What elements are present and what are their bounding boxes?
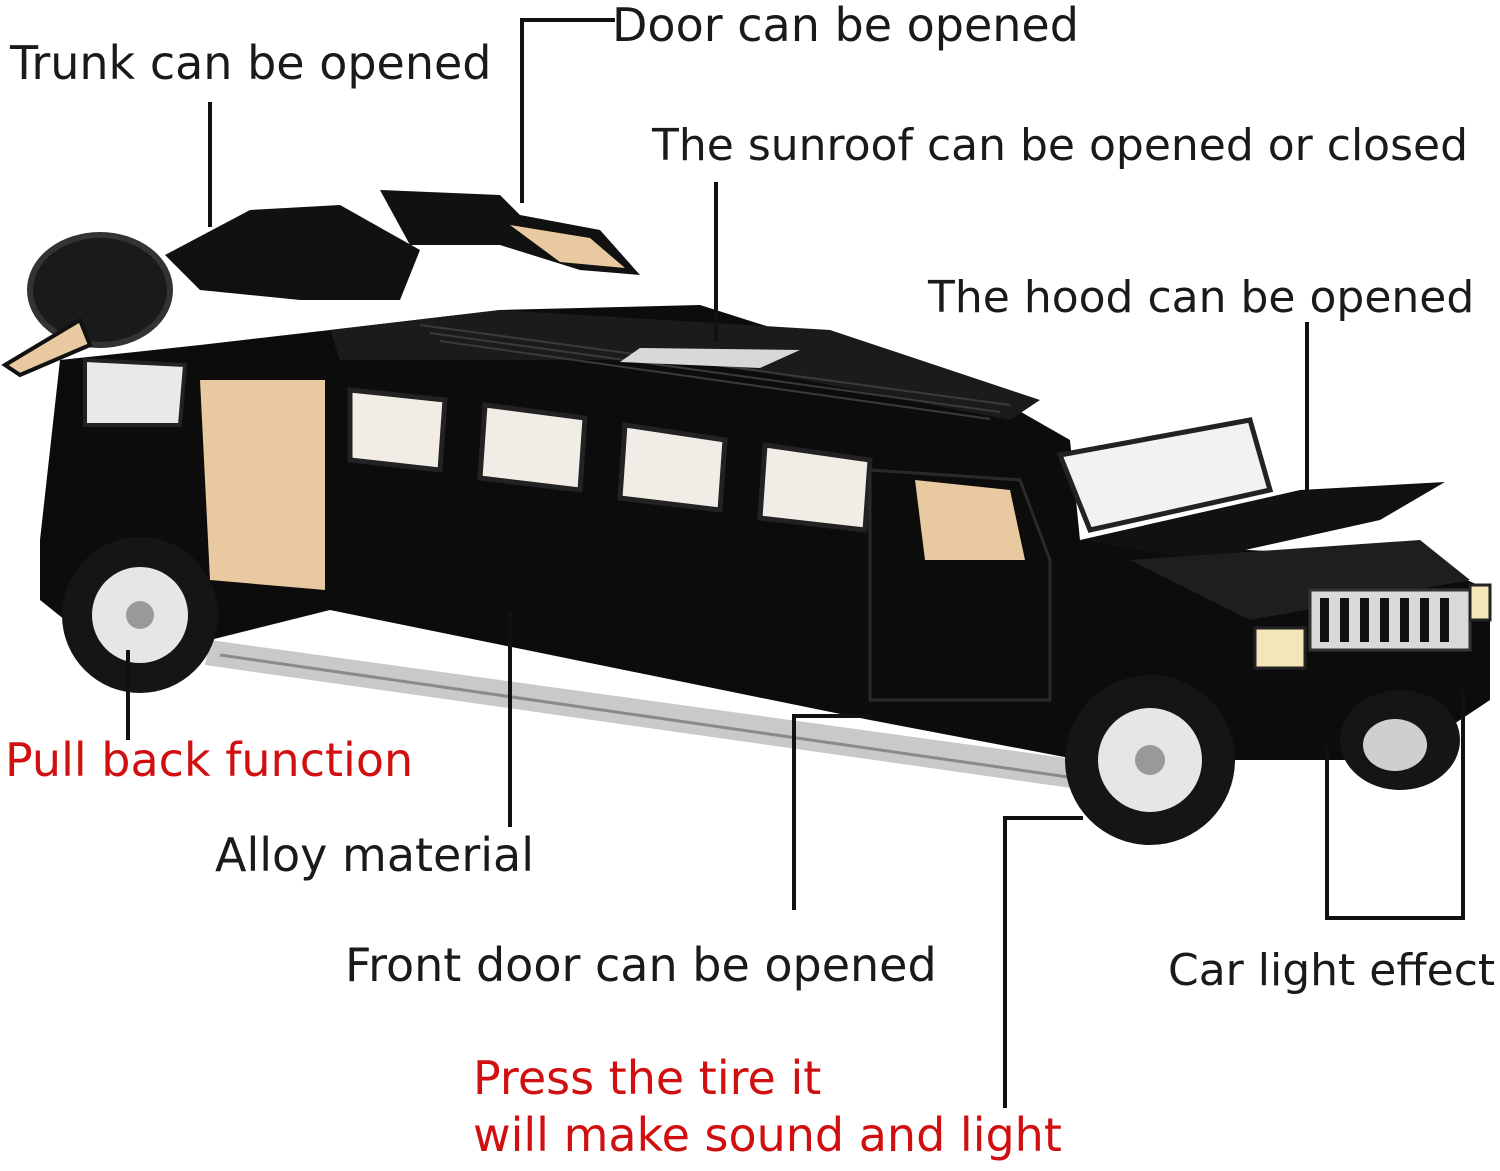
alloy-label: Alloy material: [215, 828, 535, 882]
headlight-right: [1468, 583, 1492, 622]
door-label: Door can be opened: [612, 0, 1079, 52]
car-light-label: Car light effect: [1168, 945, 1496, 996]
front-door-leader-horizontal: [792, 714, 872, 718]
pull-back-label: Pull back function: [5, 733, 414, 787]
alloy-leader-line: [508, 612, 512, 827]
pull-back-leader-line: [126, 650, 130, 740]
grille-slots: [1320, 598, 1449, 642]
windshield: [1056, 417, 1274, 533]
hood-leader-line: [1305, 322, 1309, 492]
trunk-leader-line: [208, 102, 212, 227]
tire-leader-vertical: [1003, 816, 1007, 1108]
sunroof-leader-line: [714, 182, 718, 342]
tire-leader-horizontal: [1003, 816, 1083, 820]
rear-wheel: [62, 537, 218, 693]
hood-label: The hood can be opened: [928, 272, 1475, 323]
sunroof-label: The sunroof can be opened or closed: [652, 120, 1469, 171]
front-seat: [915, 480, 1025, 560]
front-door-leader-vertical: [792, 714, 796, 910]
press-tire-label-line2: will make sound and light: [473, 1108, 1062, 1162]
running-board-edge: [219, 653, 1076, 780]
press-tire-label-line1: Press the tire it: [473, 1051, 822, 1105]
open-trunk: [165, 205, 420, 300]
spare-tire: [27, 232, 173, 348]
open-upper-door-interior: [510, 225, 625, 268]
open-hood: [1080, 482, 1445, 560]
door-leader-horizontal: [520, 18, 615, 22]
light-bracket-left: [1325, 745, 1329, 920]
front-wheel: [1065, 675, 1235, 845]
rear-interior: [200, 380, 325, 590]
sunroof: [620, 348, 800, 368]
rear-hatch-left: [1, 317, 93, 378]
light-bracket-right: [1461, 690, 1465, 920]
headlight-left: [1253, 626, 1307, 670]
engine-bay: [1130, 540, 1470, 620]
trunk-label: Trunk can be opened: [10, 36, 492, 90]
rear-window: [83, 357, 188, 427]
light-bracket-bottom: [1325, 916, 1465, 920]
front-right-wheel: [1340, 690, 1460, 790]
front-door-label: Front door can be opened: [345, 938, 937, 992]
door-leader-vertical: [520, 18, 524, 203]
side-windows: [347, 387, 873, 533]
